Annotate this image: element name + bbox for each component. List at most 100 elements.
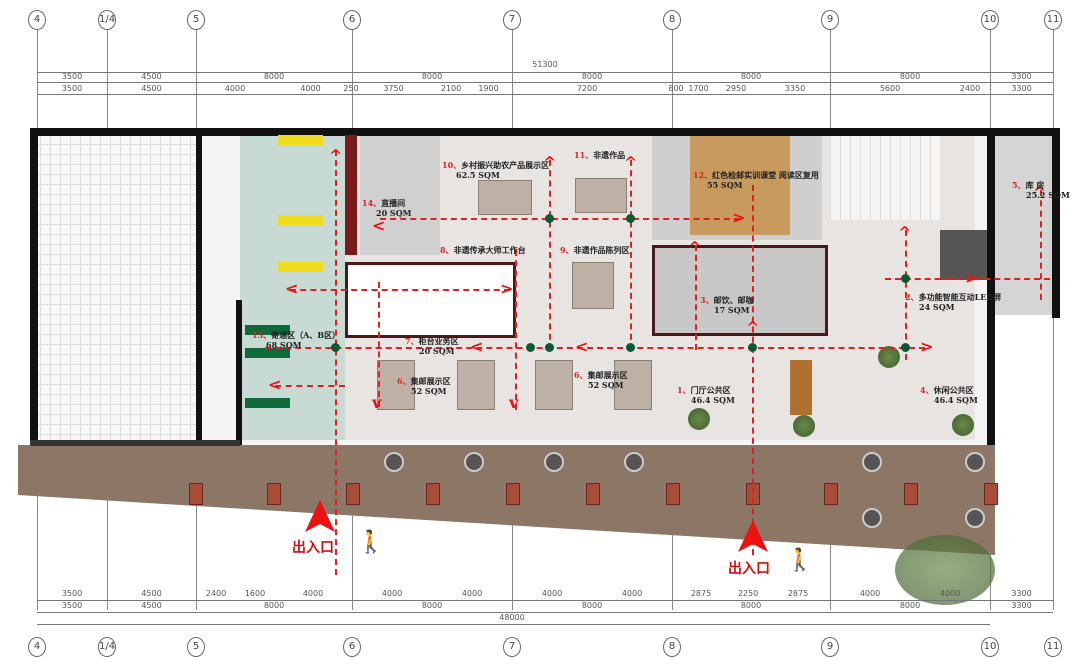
plant (878, 346, 900, 368)
dim-label: 3350 (784, 84, 806, 93)
stair-core-east (830, 135, 940, 220)
room-label: 13、寄递区（A、B区）68 SQM (252, 330, 341, 350)
wall (345, 135, 357, 255)
long-table (790, 360, 812, 415)
room-counter (345, 262, 516, 338)
dim-total-bottom: 48000 (499, 613, 525, 622)
display-table (478, 180, 532, 215)
dim-label: 4500 (141, 601, 162, 610)
dim-label: 8000 (581, 72, 603, 81)
grid-axis-bubble: 1/4 (98, 10, 116, 30)
dim-label: 5600 (879, 84, 901, 93)
dim-label: 4000 (224, 84, 246, 93)
grid-axis-bubble: 9 (821, 637, 839, 657)
grid-axis-bubble: 8 (663, 10, 681, 30)
grid-axis-bubble: 1/4 (98, 637, 116, 657)
dim-label: 1600 (244, 589, 266, 598)
terrace-seat (824, 483, 838, 505)
display-table (377, 360, 415, 410)
wall (1052, 128, 1060, 318)
terrace-seat (346, 483, 360, 505)
grid-axis-bubble: 10 (981, 10, 999, 30)
entrance-label-east: 出入口 (728, 561, 770, 577)
wall (995, 128, 1060, 136)
dim-label: 8000 (740, 72, 762, 81)
dim-label: 3300 (1011, 601, 1032, 610)
terrace-seat (189, 483, 203, 505)
dim-label: 2100 (440, 84, 462, 93)
room-label: 8、非遗传承大师工作台 (440, 245, 526, 255)
dim-label: 3500 (61, 589, 83, 598)
wall (30, 128, 995, 136)
grid-axis-bubble: 10 (981, 637, 999, 657)
cafe-table (862, 508, 882, 528)
dim-label: 4000 (300, 84, 321, 93)
bench-yellow (278, 262, 323, 272)
bench-green (245, 348, 290, 358)
dim-label: 3500 (61, 72, 83, 81)
cafe-table (965, 452, 985, 472)
dim-label: 3750 (383, 84, 404, 93)
grid-axis-bubble: 4 (28, 10, 46, 30)
dim-label: 4000 (302, 589, 324, 598)
dim-label: 3300 (1011, 589, 1032, 598)
dim-label: 8000 (581, 601, 603, 610)
display-table (614, 360, 652, 410)
display-table (575, 178, 627, 213)
grid-axis-bubble: 8 (663, 637, 681, 657)
grid-axis-line (1053, 30, 1054, 610)
dim-label: 8000 (421, 601, 443, 610)
grid-axis-bubble: 11 (1044, 10, 1062, 30)
dim-label: 4000 (541, 589, 563, 598)
bench-green (245, 398, 290, 408)
terrace-seat (586, 483, 600, 505)
dim-label: 3500 (61, 601, 83, 610)
wall (236, 300, 242, 445)
dim-label: 3500 (61, 84, 83, 93)
elevator (940, 230, 990, 280)
cafe-table (384, 452, 404, 472)
entrance-arrow-icon (738, 520, 768, 552)
entrance-label-west: 出入口 (292, 540, 334, 556)
grid-axis-bubble: 5 (187, 10, 205, 30)
room-cafe (652, 245, 828, 336)
grid-axis-bubble: 6 (343, 10, 361, 30)
plant (688, 408, 710, 430)
dim-label: 2950 (725, 84, 747, 93)
dim-label: 8000 (899, 72, 921, 81)
room-label: 11、非遗作品 (574, 150, 626, 160)
pedestrian-icon: 🚶 (357, 530, 385, 555)
dim-label: 8000 (899, 601, 921, 610)
dim-label: 4000 (939, 589, 961, 598)
cafe-table (965, 508, 985, 528)
dim-label: 250 (343, 84, 359, 93)
dim-label: 4000 (381, 589, 403, 598)
bench-yellow (278, 215, 323, 225)
cafe-table (862, 452, 882, 472)
display-table (572, 262, 614, 309)
dim-label: 2400 (205, 589, 227, 598)
room-mail-zone (240, 135, 345, 440)
dim-label: 8000 (263, 72, 285, 81)
stair-core-west (30, 128, 200, 445)
dim-label: 800 (668, 84, 684, 93)
entrance-arrow-icon (305, 500, 335, 532)
grid-axis-bubble: 7 (503, 637, 521, 657)
dim-label: 8000 (421, 72, 443, 81)
grid-axis-bubble: 7 (503, 10, 521, 30)
grid-axis-bubble: 9 (821, 10, 839, 30)
grid-axis-bubble: 5 (187, 637, 205, 657)
grid-axis-bubble: 11 (1044, 637, 1062, 657)
terrace-seat (267, 483, 281, 505)
room-storage (990, 135, 1052, 315)
